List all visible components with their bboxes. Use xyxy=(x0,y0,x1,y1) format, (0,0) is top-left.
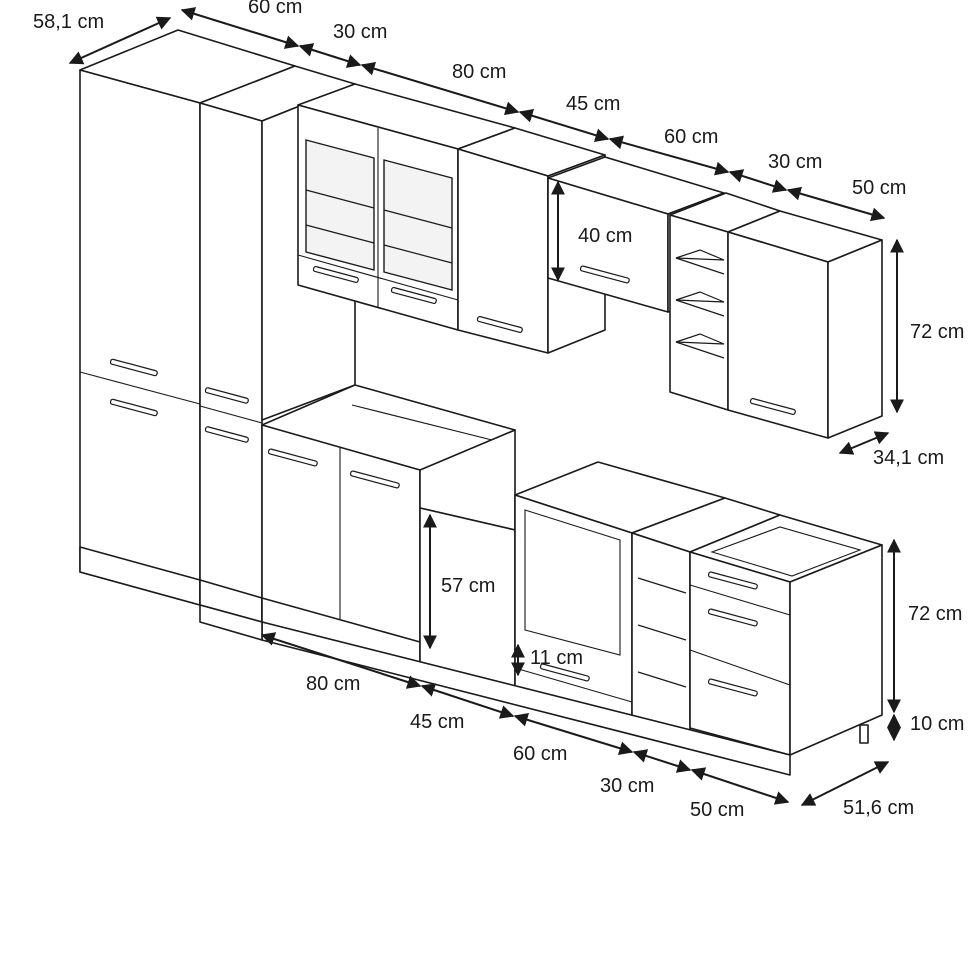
oven-cabinet-60 xyxy=(514,461,726,721)
handle-icon xyxy=(109,358,158,377)
wall-cabinet-50 xyxy=(727,210,883,439)
label-wall-height: 72 cm xyxy=(910,321,964,343)
label-bot-w4: 30 cm xyxy=(600,775,654,797)
label-bot-w1: 80 cm xyxy=(306,673,360,695)
handle-icon xyxy=(390,286,437,305)
dimension-labels: 58,1 cm 60 cm 30 cm 80 cm 45 cm 60 cm 30… xyxy=(33,0,964,821)
label-plinth-height: 10 cm xyxy=(910,713,964,735)
handle-icon xyxy=(109,398,158,417)
label-bot-w2: 45 cm xyxy=(410,711,464,733)
label-top-w2: 30 cm xyxy=(333,21,387,43)
label-dish-height: 57 cm xyxy=(441,575,495,597)
label-bot-w5: 50 cm xyxy=(690,799,744,821)
label-top-w1: 60 cm xyxy=(248,0,302,18)
dishwasher-space-45 xyxy=(419,429,516,693)
handle-icon xyxy=(267,448,318,467)
handle-icon xyxy=(312,265,359,284)
label-base-height: 72 cm xyxy=(908,603,962,625)
handle-icon xyxy=(204,426,249,443)
label-wall-depth: 34,1 cm xyxy=(873,447,944,469)
label-top-w7: 50 cm xyxy=(852,177,906,199)
label-base-depth: 51,6 cm xyxy=(843,797,914,819)
dimension-lines xyxy=(68,7,904,806)
label-bot-w3: 60 cm xyxy=(513,743,567,765)
label-oven-drawer: 11 cm xyxy=(530,647,583,669)
handle-icon xyxy=(579,265,630,284)
base-open-shelf-30 xyxy=(631,497,781,746)
label-wall-small-height: 40 cm xyxy=(578,225,632,247)
handle-icon xyxy=(707,678,758,697)
handle-icon xyxy=(749,397,796,416)
wall-glass-cabinet-80 xyxy=(297,83,516,331)
handle-icon xyxy=(539,663,590,682)
handle-icon xyxy=(476,315,523,334)
wall-open-shelf-30 xyxy=(669,192,781,411)
handle-icon xyxy=(204,387,249,404)
leg-icon xyxy=(859,724,869,744)
label-top-w4: 45 cm xyxy=(566,93,620,115)
tall-cabinet-60 xyxy=(79,29,296,606)
label-top-w3: 80 cm xyxy=(452,61,506,83)
label-top-depth: 58,1 cm xyxy=(33,11,104,33)
handle-icon xyxy=(707,571,758,590)
handle-icon xyxy=(349,470,400,489)
base-drawer-cabinet-50 xyxy=(689,514,883,756)
label-top-w6: 30 cm xyxy=(768,151,822,173)
label-top-w5: 60 cm xyxy=(664,126,718,148)
handle-icon xyxy=(707,608,758,627)
